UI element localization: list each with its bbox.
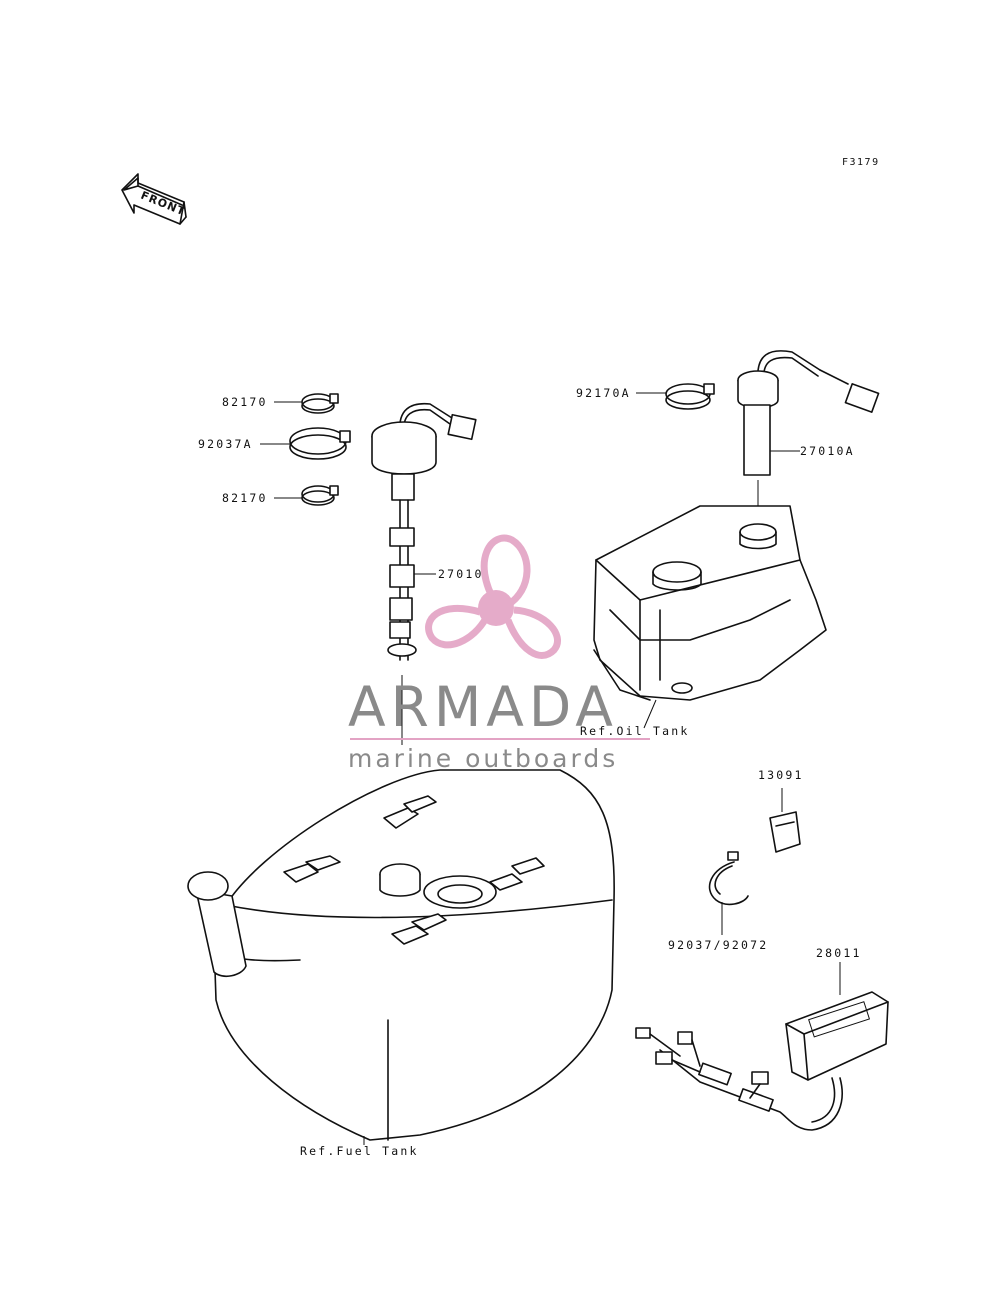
ref-oil-tank-label: Ref.Oil Tank (580, 724, 690, 738)
watermark-brand: ARMADA (348, 675, 618, 739)
part-label-92037A: 92037A (198, 437, 253, 451)
fuel-level-sender-27010 (371, 402, 477, 860)
watermark-rule (350, 738, 650, 740)
clamp-92037A (289, 427, 351, 460)
grommet-13091 (769, 788, 801, 853)
watermark-tagline: marine outboards (348, 744, 619, 773)
fuel-tank (187, 769, 615, 1141)
part-label-27010A: 27010A (800, 444, 855, 458)
leader-lines (260, 392, 800, 1145)
clamp-82170-bottom (301, 485, 339, 506)
part-label-13091: 13091 (758, 768, 804, 782)
ref-fuel-tank-label: Ref.Fuel Tank (300, 1144, 419, 1158)
wiring-harness (635, 1027, 843, 1131)
front-arrow-icon (121, 173, 187, 225)
propeller-logo-icon (425, 534, 561, 659)
oil-meter-28011 (785, 962, 889, 1081)
clamp-92170A (665, 383, 715, 410)
diagram-code: F3179 (842, 157, 880, 168)
part-label-92037-92072: 92037/92072 (668, 938, 769, 952)
band-92037-92072 (708, 851, 749, 935)
part-label-92170A: 92170A (576, 386, 631, 400)
part-label-82170-top: 82170 (222, 395, 268, 409)
part-label-82170-bottom: 82170 (222, 491, 268, 505)
oil-level-sender-27010A (737, 350, 880, 520)
part-label-28011: 28011 (816, 946, 862, 960)
part-label-27010: 27010 (438, 567, 484, 581)
oil-tank (593, 505, 827, 701)
clamp-82170-top (301, 393, 339, 414)
